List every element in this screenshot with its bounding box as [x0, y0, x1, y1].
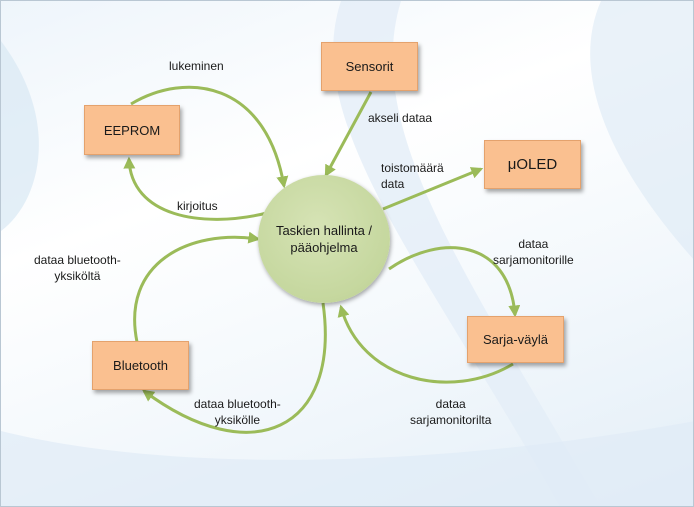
- edge-label-bt-in-line1: dataa bluetooth-: [34, 253, 121, 267]
- edge-label-bt-out-line2: yksikölle: [214, 413, 261, 427]
- edge-label-sarjasta-line1: dataa: [435, 397, 466, 411]
- bluetooth-label: Bluetooth: [113, 358, 168, 373]
- edge-label-kirjoitus: kirjoitus: [177, 199, 218, 213]
- edge-label-sarjasta-line2: sarjamonitorilta: [410, 413, 492, 427]
- edge-label-akseli: akseli dataa: [368, 111, 433, 125]
- arrow-hub-to-sarja: [388, 246, 521, 318]
- edge-label-toisto-line2: data: [381, 177, 405, 191]
- eeprom-node: EEPROM: [84, 105, 180, 155]
- edge-label-bt-out: dataa bluetooth- yksikölle: [194, 396, 281, 428]
- edge-label-bt-out-line1: dataa bluetooth-: [194, 397, 281, 411]
- sensorit-node: Sensorit: [321, 42, 418, 91]
- arrow-sarja-to-hub: [337, 304, 514, 384]
- sarja-label: Sarja-väylä: [482, 332, 549, 347]
- arrow-bluetooth-to-hub: [133, 231, 261, 343]
- edge-label-bt-in: dataa bluetooth- yksiköltä: [34, 252, 121, 284]
- arrow-sensorit-to-hub: [324, 91, 373, 178]
- hub-label: Taskien hallinta / pääohjelma: [275, 223, 373, 255]
- oled-node: μOLED: [484, 140, 581, 189]
- edge-label-sarjasta: dataa sarjamonitorilta: [410, 396, 491, 428]
- arrow-hub-to-bluetooth: [142, 302, 327, 434]
- arrow-hub-to-eeprom: [123, 156, 268, 221]
- edge-label-sarjaan-line2: sarjamonitorille: [493, 253, 574, 267]
- oled-label: μOLED: [507, 156, 558, 173]
- edge-label-toisto-line1: toistomäärä: [381, 161, 444, 175]
- edge-label-sarjaan-line1: dataa: [518, 237, 549, 251]
- hub-node: Taskien hallinta / pääohjelma: [258, 175, 390, 303]
- edge-label-sarjaan: dataa sarjamonitorille: [493, 236, 574, 268]
- bluetooth-node: Bluetooth: [92, 341, 189, 390]
- edge-label-lukeminen: lukeminen: [169, 59, 224, 73]
- edge-label-toisto: toistomäärä data: [381, 160, 444, 192]
- sensorit-label: Sensorit: [345, 59, 394, 74]
- edge-label-bt-in-line2: yksiköltä: [54, 269, 101, 283]
- eeprom-label: EEPROM: [103, 122, 161, 138]
- arrow-hub-to-oled: [382, 167, 484, 211]
- sarja-node: Sarja-väylä: [467, 316, 564, 363]
- arrow-eeprom-to-hub: [130, 85, 289, 189]
